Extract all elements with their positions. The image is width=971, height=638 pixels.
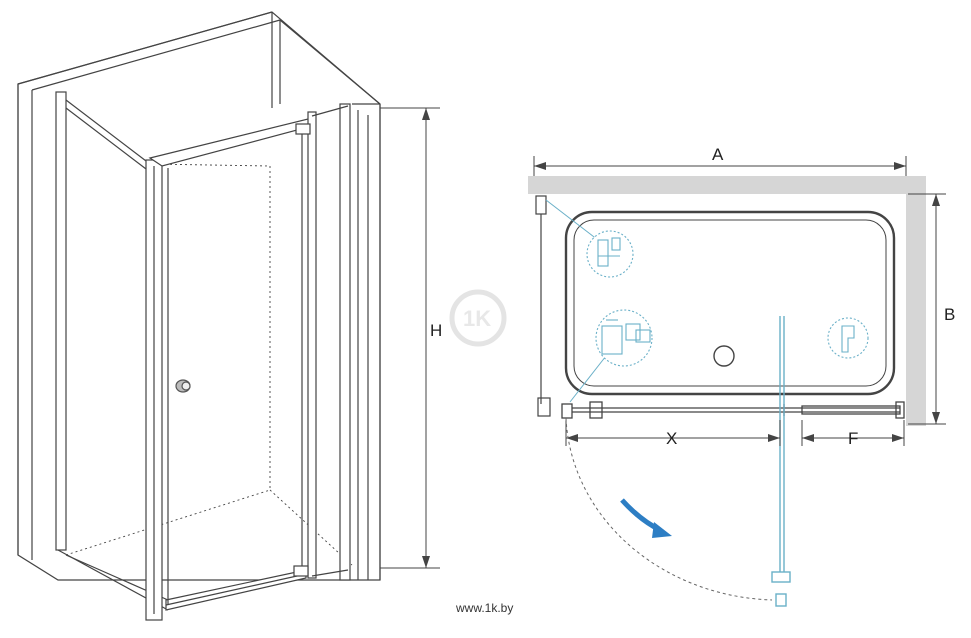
- left-profile: [55, 91, 67, 551]
- top-hinge: [295, 123, 311, 135]
- detail-leader-lines: [545, 199, 607, 403]
- watermark-site: www.1k.by: [455, 601, 513, 615]
- swing-direction-arrow-icon: [620, 498, 672, 538]
- fixed-panel-dimension: [801, 420, 905, 446]
- height-dimension: [380, 107, 440, 569]
- door-swing-arc: [565, 417, 773, 601]
- depth-label: B: [944, 305, 955, 324]
- bottom-hinge: [293, 565, 309, 577]
- fixed-panel-profile: [307, 111, 317, 579]
- shower-tray: [564, 210, 896, 396]
- right-wall: [906, 176, 926, 426]
- door-opening-label: X: [666, 429, 677, 448]
- top-wall: [528, 176, 926, 194]
- width-label: A: [712, 145, 724, 164]
- height-label: H: [430, 321, 442, 340]
- depth-dimension: [908, 193, 946, 425]
- perspective-view: [17, 11, 381, 621]
- watermark-logo: 1K: [449, 289, 507, 347]
- door-knob-icon: [175, 379, 191, 393]
- seal-detail-icon: [827, 317, 869, 359]
- door-plan: [561, 401, 905, 419]
- drain: [713, 345, 735, 367]
- hinge-detail-icon: [595, 309, 653, 367]
- profile-detail-icon: [586, 230, 634, 278]
- svg-text:1K: 1K: [463, 306, 491, 331]
- back-wall: [17, 11, 381, 581]
- open-door: [771, 316, 791, 607]
- fixed-panel-label: F: [848, 429, 858, 448]
- left-wall-profile-plan: [535, 195, 551, 417]
- width-dimension: [533, 156, 907, 192]
